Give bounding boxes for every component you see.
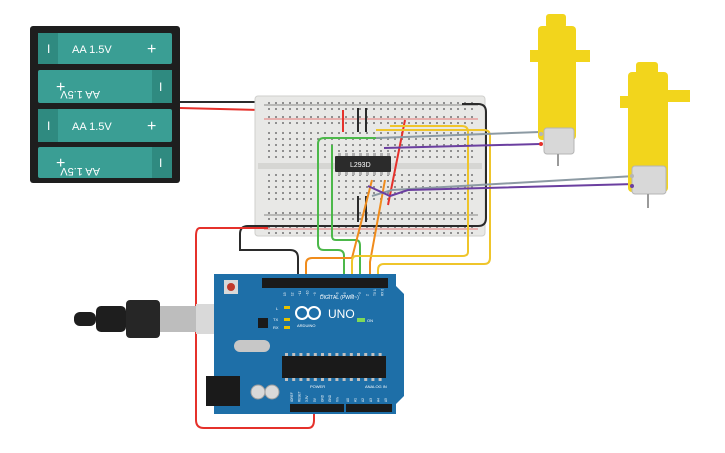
plus-label: + (56, 155, 65, 172)
capacitor (264, 384, 280, 400)
battery-pack[interactable]: I AA 1.5V + + AA 1.5V I I AA 1.5V + + AA… (30, 26, 263, 183)
chip-pins (338, 153, 390, 175)
arduino-board (214, 274, 404, 414)
digital-header-label: DIGITAL (PWM~) (320, 295, 359, 301)
pin-label: RESET (298, 391, 302, 402)
analog-header[interactable] (346, 404, 392, 412)
wire-red-5v[interactable] (195, 227, 315, 429)
usb-plug-body (96, 306, 126, 332)
motor-can (543, 127, 575, 155)
pin-label: 2 (366, 294, 370, 296)
minus-label: I (47, 42, 50, 56)
wire-yellow[interactable] (351, 125, 469, 282)
pin-label: TX 1 (373, 289, 377, 296)
pin-label: RX 0 (381, 289, 385, 296)
pin-label: GND (328, 394, 332, 402)
battery-cell: + AA 1.5V I (38, 147, 172, 178)
battery-cell-label: AA 1.5V (72, 121, 112, 133)
pin-label: GND (320, 394, 324, 402)
arduino-logo: ARDUINO (295, 306, 321, 328)
pin-label: A2 (361, 398, 365, 402)
wire-motor1-gray[interactable] (375, 131, 541, 139)
plus-label: + (147, 118, 156, 135)
mcu-pins (285, 353, 382, 381)
pin-label: A1 (354, 398, 358, 402)
power-label: POWER (310, 384, 325, 389)
chip-label: L293D (350, 162, 371, 169)
wire-motor2-purple[interactable] (367, 183, 636, 198)
battery-cell: I AA 1.5V + (38, 33, 172, 64)
battery-case (30, 26, 180, 183)
pin-label: A5 (384, 398, 388, 402)
wires[interactable] (195, 103, 636, 429)
pin-label: ~3 (358, 292, 362, 296)
pin-label: ~9 (313, 292, 317, 296)
pin-label: 3.3V (305, 395, 309, 402)
svg-text:ON: ON (367, 318, 373, 323)
pin-label: ~10 (306, 290, 310, 296)
power-header[interactable] (290, 404, 344, 412)
battery-cell: I AA 1.5V + (38, 109, 172, 142)
wire-orange[interactable] (305, 179, 373, 282)
pin-label: 7 (328, 294, 332, 296)
svg-text:TX: TX (273, 317, 278, 322)
crystal-oscillator (234, 340, 270, 352)
minus-label: I (47, 119, 50, 133)
usb-cable[interactable] (74, 300, 236, 338)
pin-label: A0 (346, 398, 350, 402)
motor-gearbox (538, 26, 576, 140)
pin-label: 12 (291, 292, 295, 296)
wire-yellow[interactable] (376, 129, 491, 282)
dc-motor-1[interactable] (530, 14, 590, 166)
l293d-chip[interactable]: L293D (335, 153, 391, 175)
minus-label: I (159, 156, 162, 170)
battery-cell-label: AA 1.5V (60, 88, 100, 100)
capacitor (250, 384, 266, 400)
usb-connector (160, 306, 196, 332)
dc-motor-2[interactable] (620, 62, 690, 208)
battery-cell: + AA 1.5V I (38, 70, 172, 103)
svg-text:ARDUINO: ARDUINO (297, 323, 315, 328)
plus-label: + (147, 41, 156, 58)
chip-body (335, 156, 391, 172)
motor-gearbox (628, 72, 668, 192)
pin-label: ~5 (343, 292, 347, 296)
digital-header[interactable] (262, 278, 388, 288)
microcontroller-chip (282, 356, 386, 378)
pin-label: IOREF (290, 392, 294, 402)
power-jack[interactable] (206, 376, 240, 406)
pin-label: ~6 (336, 292, 340, 296)
status-leds: L TX RX (273, 306, 290, 330)
pin-label: 4 (351, 294, 355, 296)
wire-motor1-purple[interactable] (383, 143, 541, 149)
battery-cell-label: AA 1.5V (72, 44, 112, 56)
wire-green[interactable] (331, 145, 361, 282)
svg-text:RX: RX (273, 325, 279, 330)
wire-motor2-gray[interactable] (371, 175, 636, 197)
battery-positive-lead[interactable] (179, 107, 263, 111)
motor-can (631, 165, 667, 195)
pin-label: A3 (369, 398, 373, 402)
wire-green[interactable] (317, 137, 382, 282)
pin-label: A4 (376, 398, 380, 402)
pin-label: 5V (313, 397, 317, 402)
pin-label: Vin (336, 397, 340, 402)
pin-label: 13 (283, 292, 287, 296)
wire-black-gnd[interactable] (239, 103, 487, 282)
pin-label: 8 (321, 294, 325, 296)
plus-label: + (56, 79, 65, 96)
svg-text:L: L (276, 306, 279, 311)
arduino-model-label: UNO (328, 307, 355, 321)
analog-label: ANALOG IN (365, 384, 387, 389)
battery-cell-label: AA 1.5V (60, 165, 100, 177)
minus-label: I (159, 80, 162, 94)
pin-label: ~11 (298, 291, 302, 296)
